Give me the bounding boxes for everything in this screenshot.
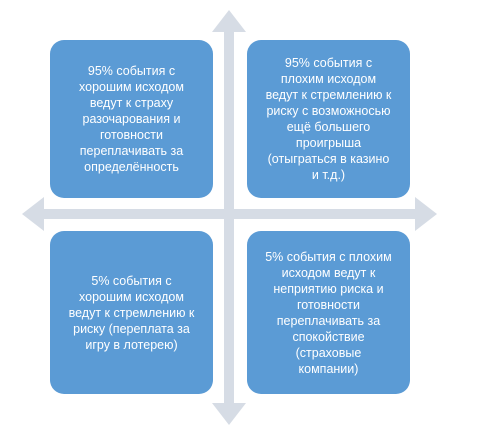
horizontal-axis bbox=[40, 209, 418, 219]
quadrant-bottom-right: 5% события с плохим исходом ведут к непр… bbox=[247, 231, 410, 394]
arrow-left-icon bbox=[22, 197, 44, 231]
quadrant-top-right-text: 95% события с плохим исходом ведут к стр… bbox=[265, 56, 392, 182]
arrow-up-icon bbox=[212, 10, 246, 32]
arrow-right-icon bbox=[415, 197, 437, 231]
quadrant-top-right: 95% события с плохим исходом ведут к стр… bbox=[247, 40, 410, 198]
quadrant-bottom-left: 5% события с хорошим исходом ведут к стр… bbox=[50, 231, 213, 394]
quadrant-bottom-left-text: 5% события с хорошим исходом ведут к стр… bbox=[68, 273, 195, 352]
quadrant-top-left-text: 95% события с хорошим исходом ведут к ст… bbox=[79, 64, 184, 174]
quadrant-bottom-right-text: 5% события с плохим исходом ведут к непр… bbox=[265, 249, 392, 376]
quadrant-top-left: 95% события с хорошим исходом ведут к ст… bbox=[50, 40, 213, 198]
arrow-down-icon bbox=[212, 403, 246, 425]
